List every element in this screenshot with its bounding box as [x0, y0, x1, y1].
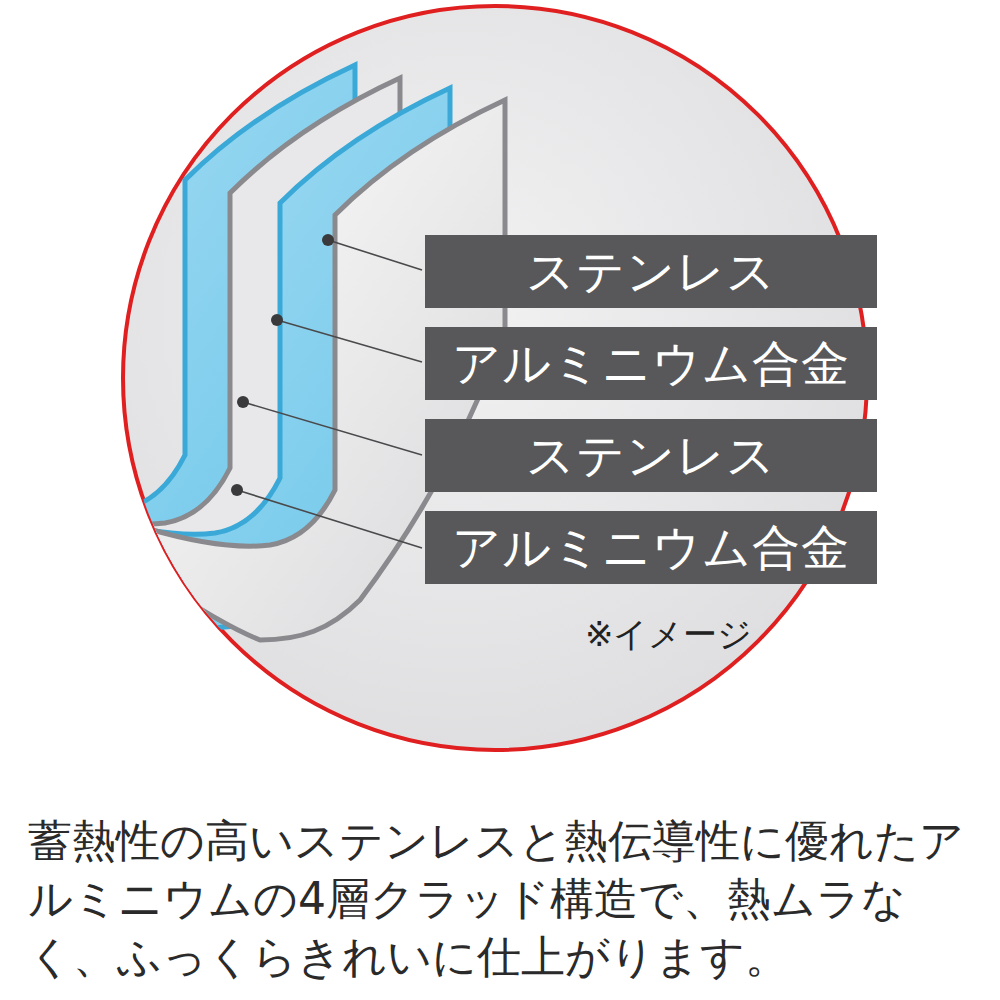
material-label: ステンレス	[526, 429, 776, 482]
material-label: アルミニウム合金	[452, 521, 850, 574]
caption: 蓄熱性の高いステンレスと熱伝導性に優れたアルミニウムの4層クラッド構造で、熱ムラ…	[28, 812, 978, 986]
material-label: ステンレス	[526, 245, 776, 298]
image-note: ※イメージ	[585, 612, 753, 658]
label-band: ステンレス	[425, 419, 877, 492]
label-band: ステンレス	[425, 235, 877, 308]
material-label: アルミニウム合金	[452, 337, 850, 390]
leader-lines	[237, 240, 422, 548]
label-band: アルミニウム合金	[425, 511, 877, 584]
leader-dots	[231, 234, 334, 496]
label-band: アルミニウム合金	[425, 327, 877, 400]
